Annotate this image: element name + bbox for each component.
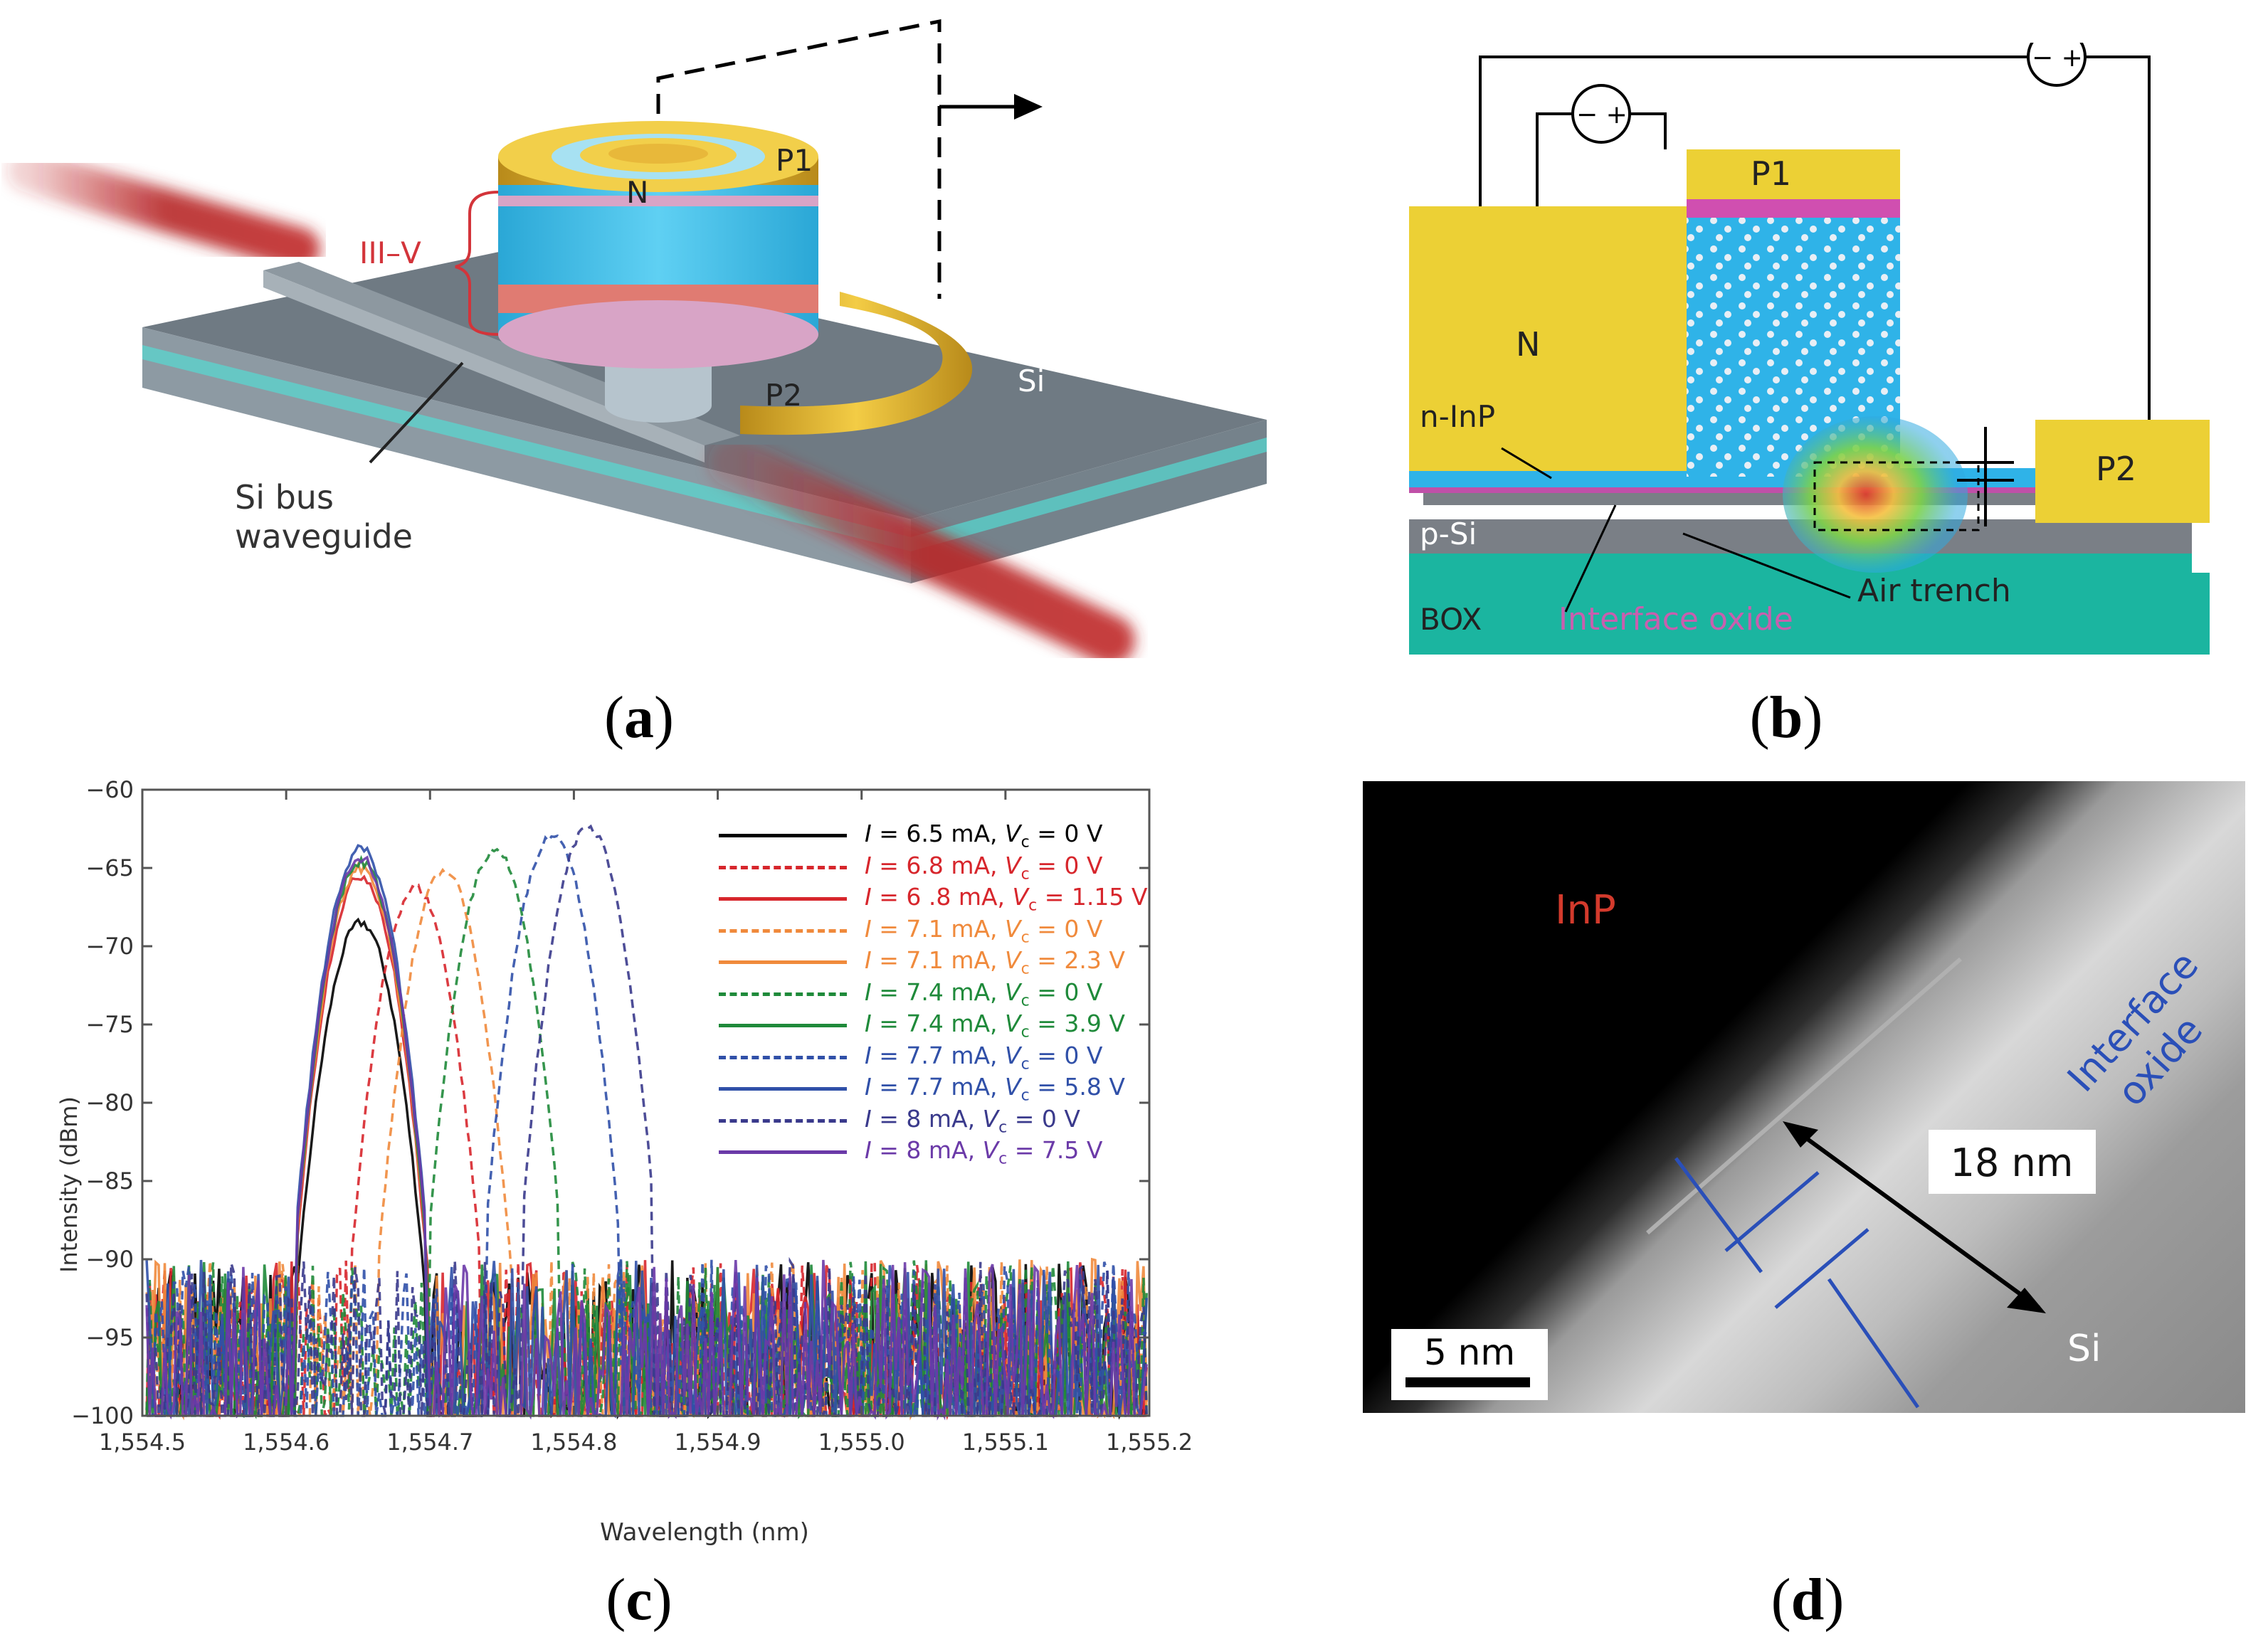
y-tick-label: −70 (85, 933, 134, 960)
caption-a: (a) (604, 684, 674, 751)
chart-ylabel: Intensity (dBm) (56, 1096, 83, 1273)
legend-entry-6: I = 7.4 mA, Vc = 0 V (719, 977, 1160, 1010)
dashed-wire (656, 18, 942, 299)
laser-beam-front (708, 438, 1135, 665)
legend-label: I = 7.4 mA, Vc = 0 V (865, 978, 1103, 1010)
label-n-inp: n-InP (1420, 399, 1495, 434)
series-line-10 (145, 824, 1148, 1417)
label-p-si: p-Si (1420, 517, 1477, 551)
legend-entry-7: I = 7.4 mA, Vc = 3.9 V (719, 1008, 1160, 1042)
label-n: N (1516, 325, 1540, 364)
y-tick-label: −80 (85, 1089, 134, 1116)
x-tick-label: 1,554.5 (99, 1429, 186, 1456)
label-bus-line2: waveguide (235, 517, 413, 556)
legend-entry-4: I = 7.1 mA, Vc = 0 V (719, 913, 1160, 946)
legend-label: I = 7.1 mA, Vc = 2.3 V (865, 946, 1125, 978)
legend-swatch (719, 834, 847, 837)
legend-swatch (719, 1118, 847, 1123)
source-2-sign: − + (2032, 43, 2083, 73)
box-layer (1409, 551, 2210, 655)
label-p1: P1 (1751, 154, 1791, 193)
legend-entry-9: I = 7.7 mA, Vc = 5.8 V (719, 1071, 1160, 1105)
legend-swatch (719, 1087, 847, 1091)
legend-entry-2: I = 6.8 mA, Vc = 0 V (719, 850, 1160, 883)
legend-swatch (719, 928, 847, 933)
legend-entry-1: I = 6.5 mA, Vc = 0 V (719, 818, 1160, 852)
label-p2: P2 (2096, 450, 2136, 488)
legend-label: I = 7.7 mA, Vc = 0 V (865, 1041, 1103, 1074)
y-tick-label: −95 (85, 1324, 134, 1351)
legend-label: I = 6.8 mA, Vc = 0 V (865, 851, 1103, 884)
x-tick-label: 1,554.7 (386, 1429, 473, 1456)
legend-label: I = 8 mA, Vc = 0 V (865, 1104, 1080, 1137)
legend-swatch (719, 960, 847, 964)
label-scale-bar: 5 nm (1424, 1332, 1515, 1373)
legend-label: I = 6.5 mA, Vc = 0 V (865, 820, 1103, 852)
legend-entry-10: I = 8 mA, Vc = 0 V (719, 1103, 1160, 1136)
x-tick-label: 1,555.1 (962, 1429, 1049, 1456)
legend-label: I = 8 mA, Vc = 7.5 V (865, 1136, 1103, 1168)
p1-contact (1687, 149, 1900, 199)
scale-bar-box (1391, 1329, 1548, 1400)
x-tick-label: 1,555.0 (818, 1429, 905, 1456)
label-iiiv: III–V (359, 235, 421, 270)
chart-xlabel: Wavelength (nm) (600, 1518, 809, 1547)
y-tick-label: −65 (85, 854, 134, 881)
panel-d-annotations: 18 nm InP Interface oxide Si 5 nm (1391, 887, 2211, 1409)
legend-entry-3: I = 6 .8 mA, Vc = 1.15 V (719, 881, 1160, 915)
label-interface-oxide: Interface oxide (1558, 601, 1793, 637)
x-tick-label: 1,554.8 (530, 1429, 617, 1456)
legend-entry-11: I = 8 mA, Vc = 7.5 V (719, 1135, 1160, 1168)
x-tick-label: 1,554.6 (243, 1429, 329, 1456)
panel-b-cross-section: − + − + N P1 P2 n-InP p-Si BOX Air trenc… (1409, 43, 2235, 655)
x-tick-label: 1,555.2 (1106, 1429, 1193, 1456)
legend-label: I = 7.7 mA, Vc = 5.8 V (865, 1073, 1125, 1105)
legend-swatch (719, 992, 847, 996)
y-tick-label: −90 (85, 1246, 134, 1273)
laser-beam-back (7, 149, 320, 270)
series-line-11 (145, 855, 1148, 1421)
y-tick-label: −100 (71, 1402, 134, 1429)
legend-swatch (719, 865, 847, 869)
n-contact (1409, 206, 1694, 471)
legend-entry-5: I = 7.1 mA, Vc = 2.3 V (719, 945, 1160, 978)
legend-swatch (719, 897, 847, 901)
legend-label: I = 7.4 mA, Vc = 3.9 V (865, 1010, 1125, 1042)
caption-c: (c) (606, 1567, 673, 1633)
legend-swatch (719, 1055, 847, 1059)
legend-swatch (719, 1024, 847, 1027)
label-box: BOX (1420, 602, 1482, 637)
scale-bar (1405, 1377, 1530, 1387)
label-thickness: 18 nm (1951, 1140, 2074, 1185)
caption-d: (d) (1771, 1567, 1845, 1633)
legend-label: I = 6 .8 mA, Vc = 1.15 V (865, 883, 1148, 915)
panel-a-device-schematic: N P1 P2 Si III–V Si bus waveguide (7, 18, 1267, 665)
legend-label: I = 7.1 mA, Vc = 0 V (865, 914, 1103, 947)
legend-swatch (719, 1150, 847, 1154)
label-si: Si (1018, 364, 1045, 398)
label-p1: P1 (776, 143, 813, 178)
caption-b: (b) (1749, 684, 1823, 751)
y-tick-label: −75 (85, 1011, 134, 1038)
label-bus-line1: Si bus (235, 478, 334, 517)
y-tick-label: −60 (85, 779, 134, 803)
p2-contact (740, 292, 973, 435)
label-inp: InP (1555, 887, 1616, 933)
label-p2: P2 (765, 378, 802, 413)
y-tick-label: −85 (85, 1167, 134, 1195)
p2-contact (2035, 420, 2210, 523)
source-1-sign: − + (1576, 100, 1628, 129)
label-air-trench: Air trench (1857, 573, 2011, 609)
legend-entry-8: I = 7.7 mA, Vc = 0 V (719, 1040, 1160, 1073)
x-tick-label: 1,554.9 (675, 1429, 761, 1456)
label-n: N (626, 175, 648, 210)
thickness-arrow (1788, 1124, 2040, 1310)
label-si: Si (2067, 1328, 2101, 1370)
optical-mode (1783, 416, 1968, 573)
